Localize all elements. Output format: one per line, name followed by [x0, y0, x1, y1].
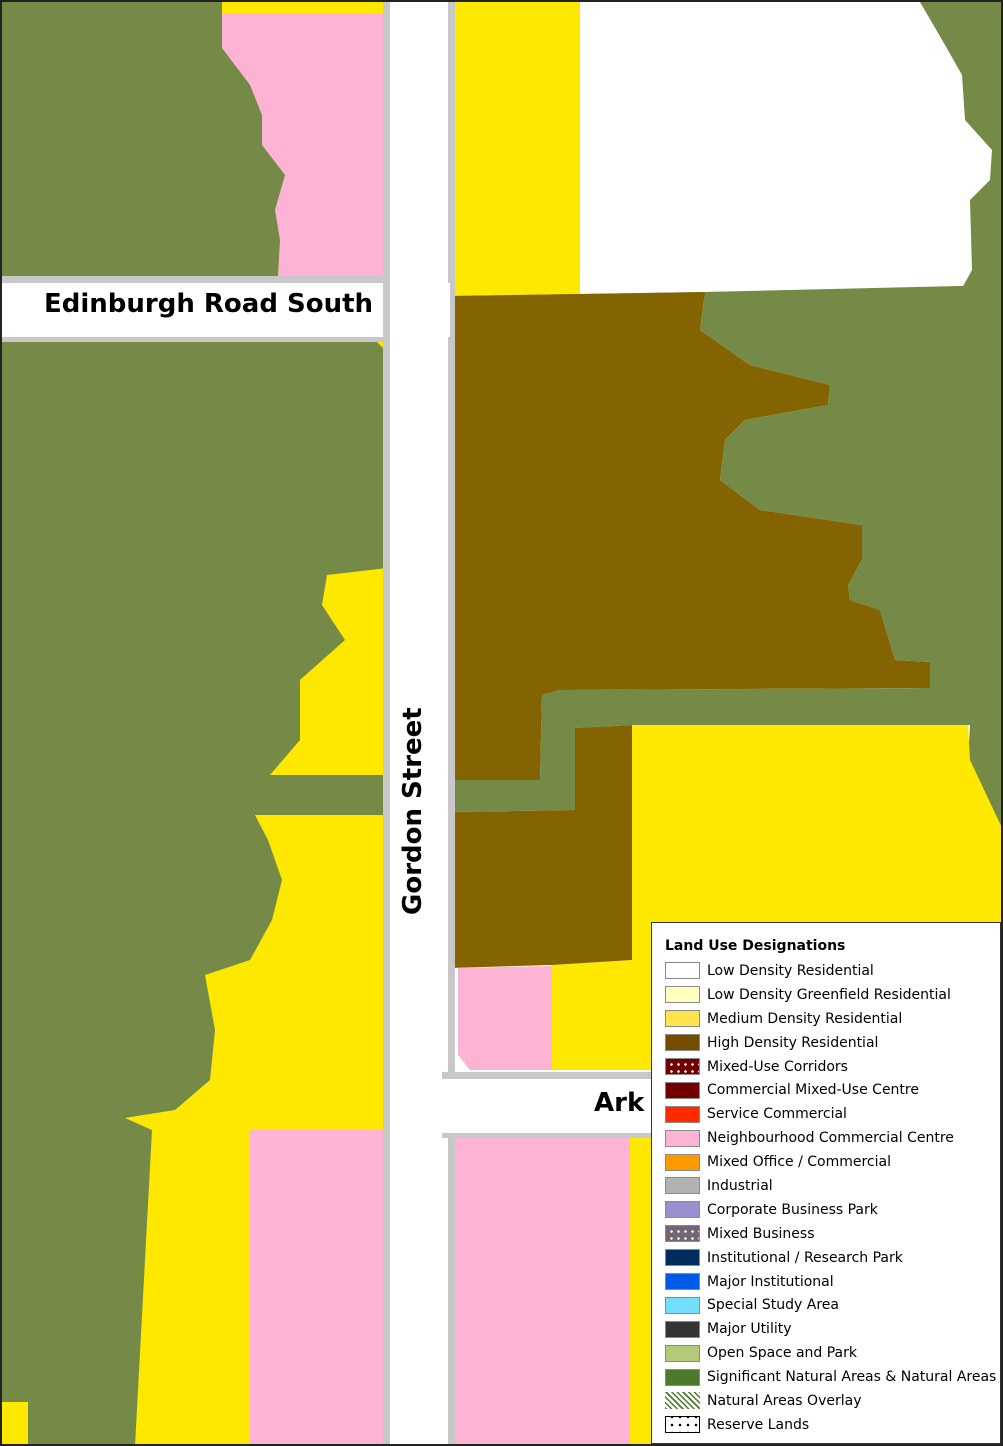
parcel-neighbourhood-commercial — [443, 1135, 630, 1446]
legend-swatch — [665, 986, 700, 1004]
legend-swatch — [665, 1392, 700, 1410]
legend-swatch — [665, 1034, 700, 1052]
legend-label: Service Commercial — [707, 1106, 847, 1123]
road-gordon — [390, 2, 448, 1446]
legend-item: Open Space and Park — [665, 1341, 1000, 1365]
legend-swatch — [665, 1201, 700, 1219]
legend-item: Mixed Office / Commercial — [665, 1150, 1000, 1174]
legend-swatch — [665, 1368, 700, 1386]
parcel-high-density — [452, 292, 930, 780]
parcel-natural-area — [2, 2, 285, 276]
legend-swatch — [665, 1081, 700, 1099]
road-edinburgh — [2, 283, 392, 337]
legend-label: Mixed-Use Corridors — [707, 1058, 848, 1075]
legend-swatch — [665, 1058, 700, 1075]
legend-item: Industrial — [665, 1174, 1000, 1198]
legend-label: Corporate Business Park — [707, 1201, 878, 1218]
legend-label: Industrial — [707, 1177, 773, 1194]
legend-label: Open Space and Park — [707, 1345, 858, 1362]
legend-swatch — [665, 1416, 700, 1434]
legend-item: Major Institutional — [665, 1270, 1000, 1294]
parcel-neighbourhood-commercial — [250, 1130, 385, 1446]
legend-item: Natural Areas Overlay — [665, 1389, 1000, 1413]
road-intersection — [390, 1079, 450, 1133]
road-intersection — [390, 283, 450, 337]
legend-label: Low Density Greenfield Residential — [707, 986, 951, 1003]
legend-title: Land Use Designations — [665, 938, 846, 954]
legend-swatch — [665, 1225, 700, 1243]
legend-item: Special Study Area — [665, 1293, 1000, 1317]
parcel-high-density — [450, 725, 632, 968]
legend-label: Mixed Office / Commercial — [707, 1154, 891, 1171]
legend-item: Mixed-Use Corridors — [665, 1055, 1000, 1079]
parcel-medium-density — [452, 2, 580, 298]
legend-swatch — [665, 1320, 700, 1338]
legend-swatch — [665, 1010, 700, 1028]
road-arkell — [444, 1079, 657, 1133]
parcel-natural-area — [450, 285, 1003, 830]
legend-item: Medium Density Residential — [665, 1007, 1000, 1031]
legend-swatch — [665, 962, 700, 980]
legend-item: High Density Residential — [665, 1031, 1000, 1055]
legend-label: Institutional / Research Park — [707, 1249, 903, 1266]
legend-label: Low Density Residential — [707, 962, 874, 979]
legend-label: Major Utility — [707, 1321, 792, 1338]
legend-swatch — [665, 1177, 700, 1195]
legend-item: Corporate Business Park — [665, 1198, 1000, 1222]
legend-label: Major Institutional — [707, 1273, 834, 1290]
legend-swatch — [665, 1153, 700, 1171]
legend-item: Major Utility — [665, 1317, 1000, 1341]
legend-label: Reserve Lands — [707, 1416, 810, 1433]
legend-swatch — [665, 1129, 700, 1147]
legend-item: Service Commercial — [665, 1102, 1000, 1126]
parcel-neighbourhood-commercial — [458, 966, 552, 1070]
parcel-natural-area — [452, 2, 1003, 300]
road-label-arkell: Ark — [594, 1088, 645, 1118]
parcel-natural-area — [2, 340, 387, 1446]
legend-label: Neighbourhood Commercial Centre — [707, 1130, 954, 1147]
legend-label: Commercial Mixed-Use Centre — [707, 1082, 919, 1099]
legend-swatch — [665, 1344, 700, 1362]
legend-swatch — [665, 1105, 700, 1123]
legend-label: Natural Areas Overlay — [707, 1392, 862, 1409]
legend-item: Mixed Business — [665, 1222, 1000, 1246]
road-label-gordon: Gordon Street — [398, 707, 428, 915]
legend-item: Low Density Residential — [665, 959, 1000, 983]
legend-item: Commercial Mixed-Use Centre — [665, 1078, 1000, 1102]
legend-label: Mixed Business — [707, 1225, 815, 1242]
legend-item: Institutional / Research Park — [665, 1246, 1000, 1270]
legend-item: Low Density Greenfield Residential — [665, 983, 1000, 1007]
map-legend: Land Use Designations Low Density Reside… — [651, 922, 1001, 1444]
legend-item: Significant Natural Areas & Natural Area… — [665, 1365, 1000, 1389]
legend-item: Neighbourhood Commercial Centre — [665, 1126, 1000, 1150]
legend-swatch — [665, 1296, 700, 1314]
legend-label: Special Study Area — [707, 1297, 839, 1314]
parcel-medium-density — [552, 725, 1003, 1070]
legend-label: Significant Natural Areas & Natural Area… — [707, 1369, 997, 1386]
legend-label: Medium Density Residential — [707, 1010, 903, 1027]
road-label-edinburgh: Edinburgh Road South — [44, 289, 373, 319]
legend-swatch — [665, 1249, 700, 1267]
legend-item: Reserve Lands — [665, 1413, 1000, 1437]
legend-label: High Density Residential — [707, 1034, 879, 1051]
legend-swatch — [665, 1273, 700, 1291]
